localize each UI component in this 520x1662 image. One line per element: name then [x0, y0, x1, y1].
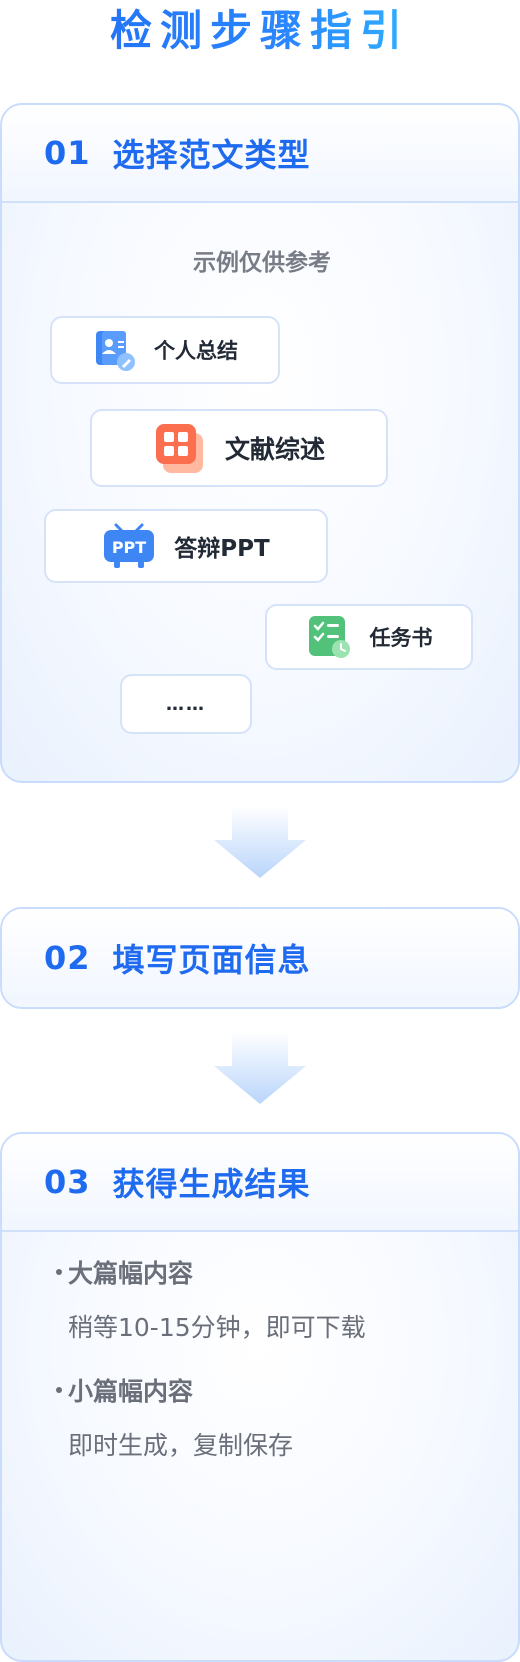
ppt-icon: PPT [104, 523, 155, 568]
step-card-select-type: 01 选择范文类型 示例仅供参考 个人总结 文献综述 [0, 103, 520, 783]
step-number: 02 [44, 939, 91, 977]
type-chip-more[interactable]: …… [120, 674, 252, 734]
chip-label: …… [166, 693, 206, 715]
chip-label: 任务书 [369, 626, 433, 650]
page-title: 检测步骤指引 [0, 0, 520, 62]
step-number: 03 [44, 1163, 91, 1201]
arrow-down-icon [214, 1032, 306, 1104]
step-title: 获得生成结果 [112, 1165, 311, 1203]
step-header: 02 填写页面信息 [2, 909, 518, 1007]
result-head: 小篇幅内容 [56, 1372, 366, 1408]
step-title: 选择范文类型 [112, 136, 311, 174]
result-head: 大篇幅内容 [56, 1254, 366, 1290]
type-chip-defense-ppt[interactable]: PPT 答辩PPT [44, 509, 328, 583]
example-note: 示例仅供参考 [193, 250, 331, 276]
personal-summary-icon [96, 331, 135, 371]
step-header: 01 选择范文类型 [2, 105, 518, 203]
task-book-icon [308, 616, 350, 658]
type-chip-personal-summary[interactable]: 个人总结 [50, 316, 280, 384]
chip-label: 文献综述 [224, 435, 325, 464]
type-chip-task-book[interactable]: 任务书 [265, 604, 473, 670]
bullet-dot [56, 1269, 62, 1275]
arrow-down-icon [214, 806, 306, 878]
result-head-text: 大篇幅内容 [68, 1259, 194, 1288]
result-head-text: 小篇幅内容 [68, 1377, 194, 1406]
step-card-fill-info: 02 填写页面信息 [0, 907, 520, 1009]
result-desc: 稍等10-15分钟，即可下载 [68, 1313, 366, 1342]
step-title: 填写页面信息 [112, 941, 311, 979]
result-list: 大篇幅内容 稍等10-15分钟，即可下载 小篇幅内容 即时生成，复制保存 [56, 1254, 366, 1490]
step-header: 03 获得生成结果 [2, 1134, 518, 1232]
chip-label: 答辩PPT [174, 536, 270, 562]
type-chip-literature-review[interactable]: 文献综述 [90, 409, 388, 487]
svg-text:PPT: PPT [112, 538, 146, 557]
step-number: 01 [44, 134, 91, 172]
bullet-dot [56, 1387, 62, 1393]
step-card-get-result: 03 获得生成结果 大篇幅内容 稍等10-15分钟，即可下载 小篇幅内容 即时生… [0, 1132, 520, 1662]
result-desc: 即时生成，复制保存 [68, 1431, 294, 1460]
chip-label: 个人总结 [154, 339, 238, 363]
literature-review-icon [155, 424, 203, 473]
